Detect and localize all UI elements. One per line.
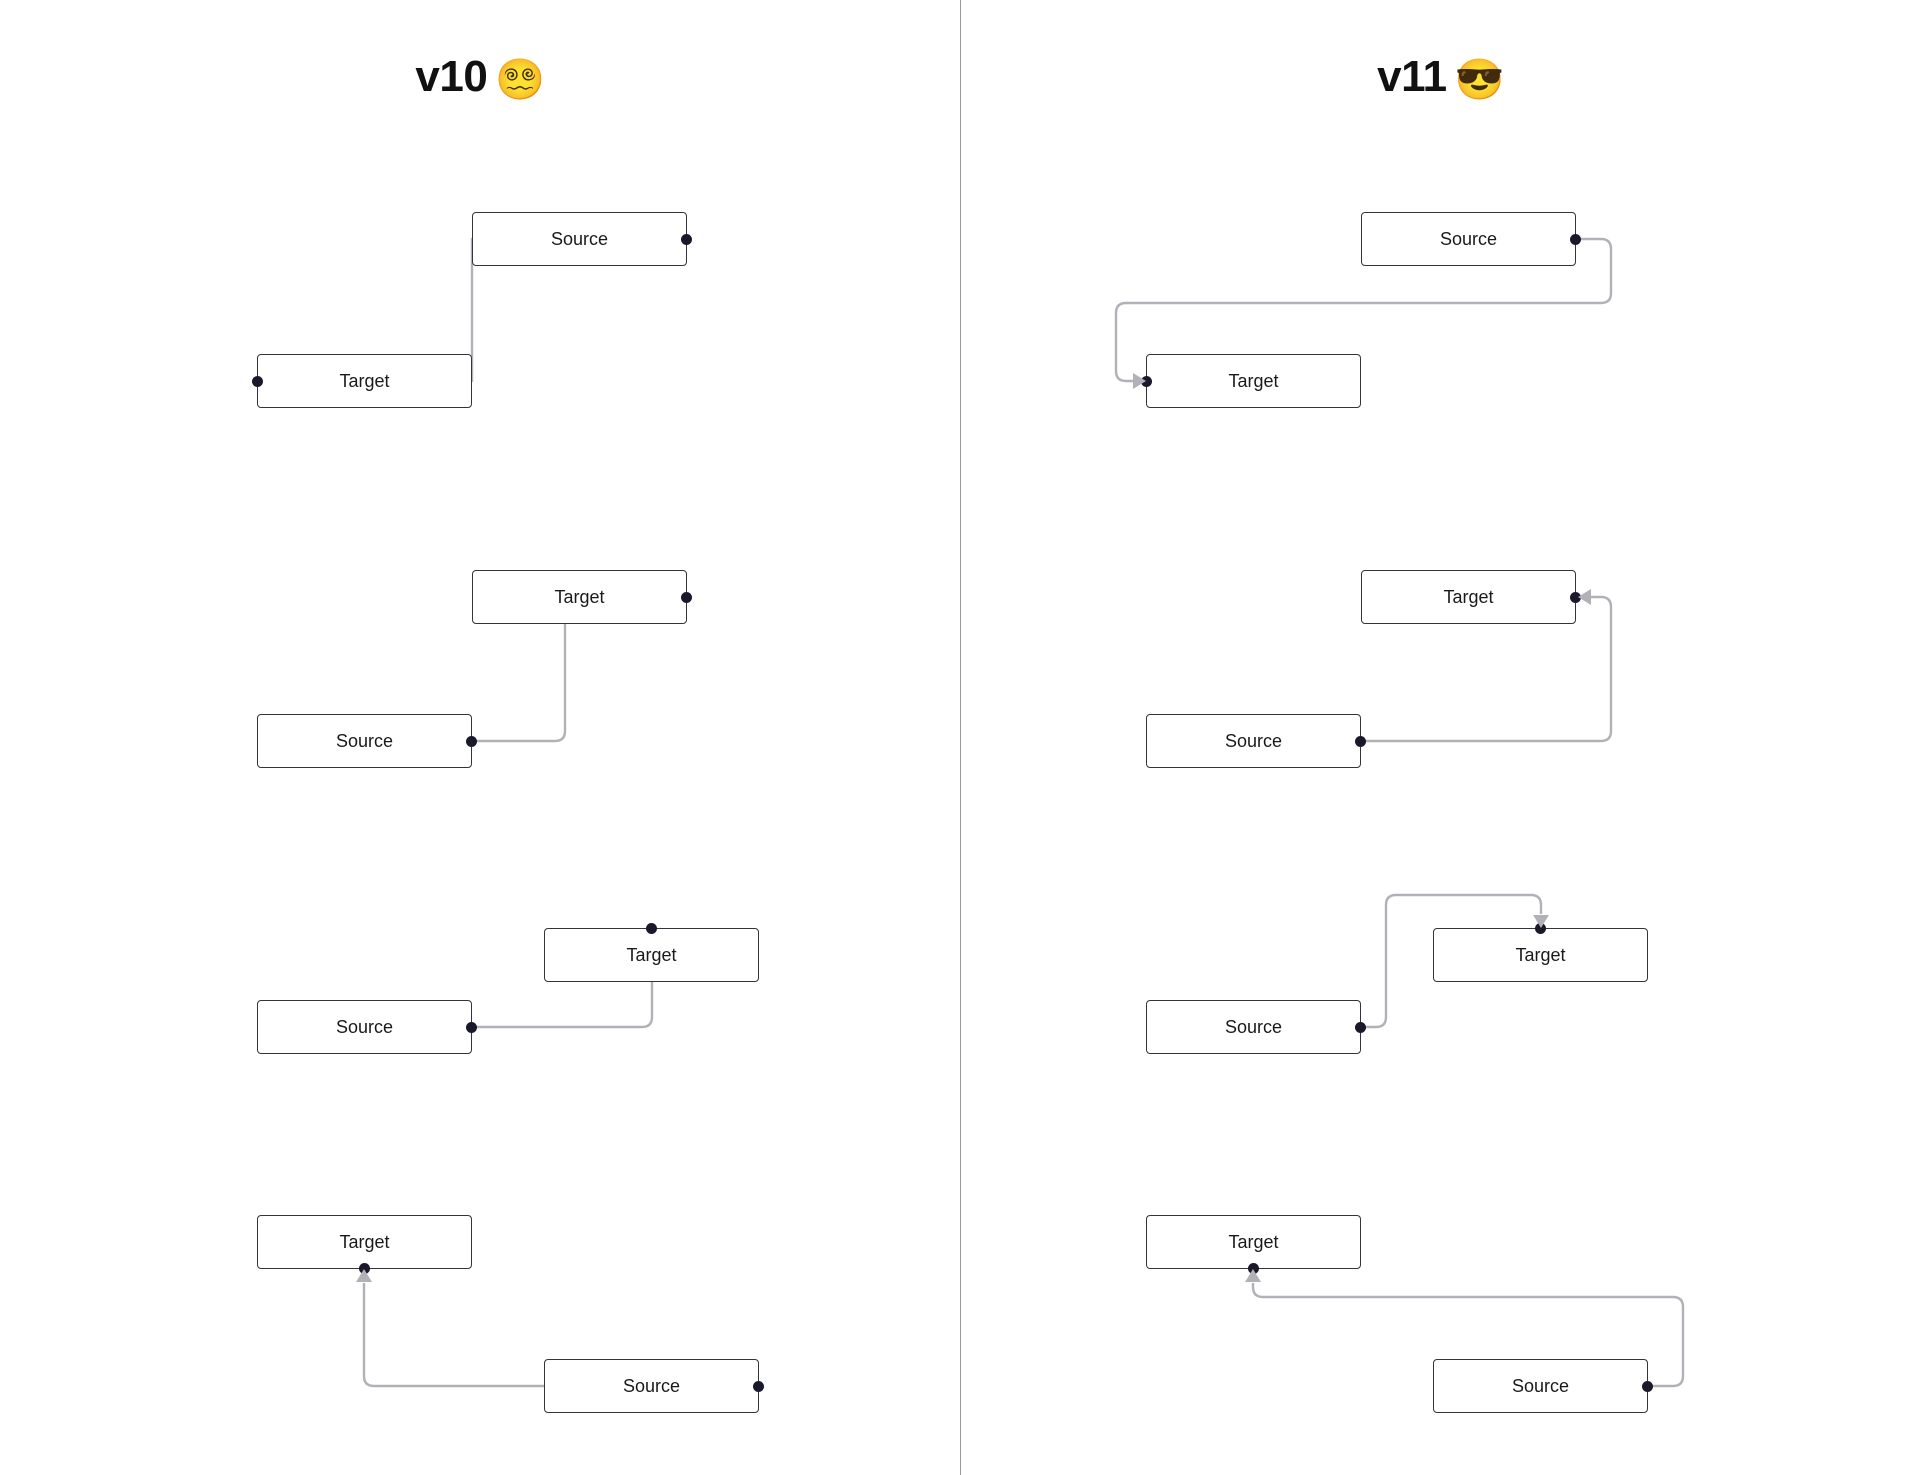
handle-bottom-icon[interactable] xyxy=(359,1263,370,1274)
v10-d1-target-node[interactable]: Target xyxy=(252,354,472,408)
handle-left-icon[interactable] xyxy=(1141,375,1152,387)
v10-d2-source-node[interactable]: Source xyxy=(257,714,477,768)
node-label: Target xyxy=(339,1231,390,1252)
node-label: Target xyxy=(554,586,605,607)
v11-d4-target-node[interactable]: Target xyxy=(1146,1215,1361,1274)
pane-divider xyxy=(960,0,961,1475)
node-label: Target xyxy=(1515,944,1566,965)
handle-right-icon[interactable] xyxy=(466,1021,477,1033)
edge-v11-source-right-to-target-top[interactable] xyxy=(1361,893,1543,1029)
node-label: Target xyxy=(1443,586,1494,607)
v10-d3-target-node[interactable]: Target xyxy=(544,923,759,982)
handle-right-icon[interactable] xyxy=(466,735,477,747)
pane-v10-title: v10😵‍💫 xyxy=(0,52,960,103)
dizzy-face-emoji: 😵‍💫 xyxy=(495,58,545,102)
pane-v11-title-text: v11 xyxy=(1377,52,1447,101)
handle-right-icon[interactable] xyxy=(1570,233,1581,245)
node-label: Source xyxy=(1439,228,1498,249)
edge-v10-source-right-to-target-bottom[interactable] xyxy=(362,1283,759,1388)
v10-d1-source-node[interactable]: Source xyxy=(472,212,692,266)
edge-v11-source-right-to-target-right[interactable] xyxy=(1361,595,1613,743)
v10-d4-source-node[interactable]: Source xyxy=(544,1359,764,1413)
v10-d3-source-node[interactable]: Source xyxy=(257,1000,477,1054)
node-label: Target xyxy=(339,370,390,391)
handle-right-icon[interactable] xyxy=(681,591,692,603)
edge-v10-source-right-to-target-top[interactable] xyxy=(472,928,654,1029)
handle-top-icon[interactable] xyxy=(1535,923,1546,934)
handle-left-icon[interactable] xyxy=(252,375,263,387)
v11-d1-target-node[interactable]: Target xyxy=(1141,354,1361,408)
v11-d2-source-node[interactable]: Source xyxy=(1146,714,1366,768)
handle-bottom-icon[interactable] xyxy=(1248,1263,1259,1274)
pane-v10: v10😵‍💫 xyxy=(0,52,960,103)
v10-d4-target-node[interactable]: Target xyxy=(257,1215,472,1274)
v11-d2-target-node[interactable]: Target xyxy=(1361,570,1581,624)
v11-d4-source-node[interactable]: Source xyxy=(1433,1359,1653,1413)
handle-right-icon[interactable] xyxy=(1570,591,1581,603)
handle-right-icon[interactable] xyxy=(1642,1380,1653,1392)
edge-v11-source-right-to-target-left[interactable] xyxy=(1114,237,1613,383)
node-label: Source xyxy=(1511,1375,1570,1396)
pane-v11: v11😎 xyxy=(961,0,1920,1475)
node-label: Source xyxy=(1224,1016,1283,1037)
arrow-head-icon xyxy=(356,1269,372,1282)
arrow-head-icon xyxy=(1533,915,1549,928)
node-label: Source xyxy=(335,1016,394,1037)
v11-d3-source-node[interactable]: Source xyxy=(1146,1000,1366,1054)
edge-v11-source-right-to-target-bottom[interactable] xyxy=(1251,1283,1685,1388)
v10-d2-target-node[interactable]: Target xyxy=(472,570,692,624)
node-label: Source xyxy=(550,228,609,249)
handle-right-icon[interactable] xyxy=(681,233,692,245)
handle-top-icon[interactable] xyxy=(646,923,657,934)
arrow-head-icon xyxy=(1133,373,1146,389)
handle-right-icon[interactable] xyxy=(1355,1021,1366,1033)
node-label: Target xyxy=(1228,370,1279,391)
smiling-face-with-sunglasses-emoji: 😎 xyxy=(1454,58,1505,102)
node-label: Source xyxy=(335,730,394,751)
handle-right-icon[interactable] xyxy=(1355,735,1366,747)
v11-d1-source-node[interactable]: Source xyxy=(1361,212,1581,266)
node-label: Target xyxy=(1228,1231,1279,1252)
node-label: Source xyxy=(1224,730,1283,751)
arrow-head-icon xyxy=(1245,1269,1261,1282)
v11-d3-target-node[interactable]: Target xyxy=(1433,923,1648,982)
handle-right-icon[interactable] xyxy=(753,1380,764,1392)
pane-v11-title: v11😎 xyxy=(961,52,1920,103)
arrow-head-icon xyxy=(1578,589,1591,605)
node-label: Target xyxy=(626,944,677,965)
node-label: Source xyxy=(622,1375,681,1396)
pane-v10-title-text: v10 xyxy=(415,52,488,101)
